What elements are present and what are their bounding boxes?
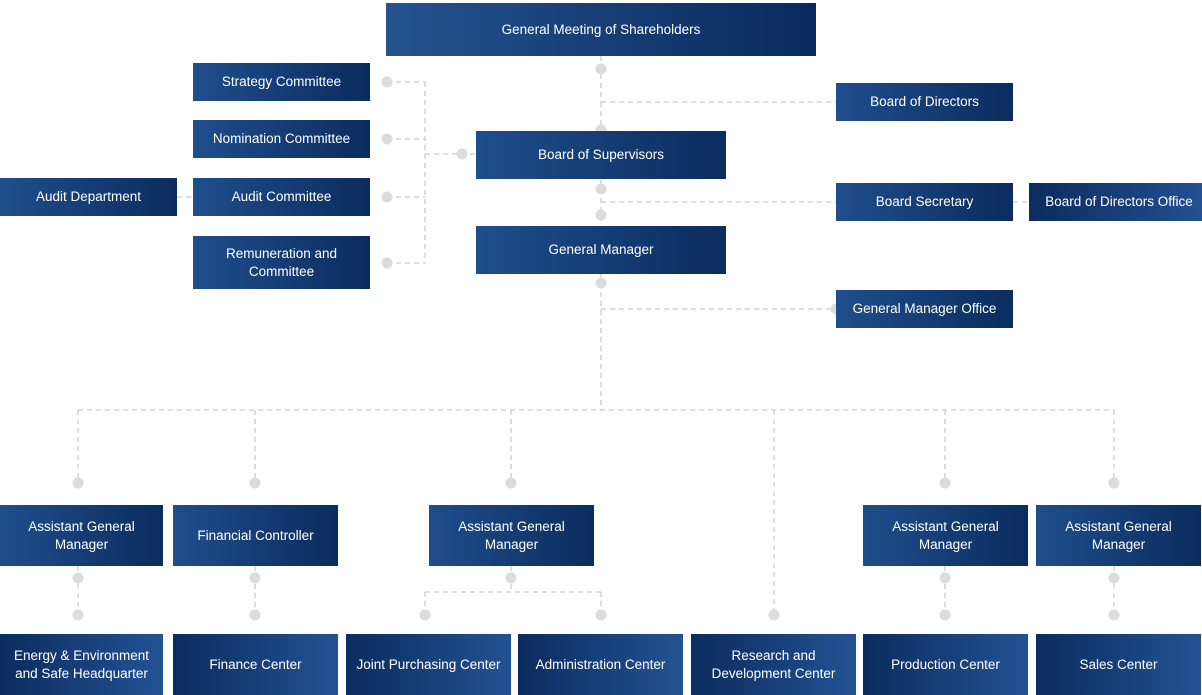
node-label: Board of Directors Office	[1045, 194, 1193, 210]
node-label: Sales Center	[1079, 656, 1158, 672]
node-financial-controller[interactable]: Financial Controller	[173, 505, 338, 566]
node-assistant-general-manager-2[interactable]: Assistant General Manager	[429, 505, 594, 566]
node-label: Board of Directors	[870, 94, 979, 110]
node-label: Audit Committee	[231, 189, 332, 205]
node-general-manager[interactable]: General Manager	[476, 226, 726, 274]
node-label: Board Secretary	[875, 194, 974, 210]
node-assistant-general-manager-3[interactable]: Assistant General Manager	[863, 505, 1028, 566]
node-assistant-general-manager-1[interactable]: Assistant General Manager	[0, 505, 163, 566]
node-label: Assistant General Manager	[28, 519, 135, 552]
node-audit-committee[interactable]: Audit Committee	[193, 178, 370, 216]
node-board-of-directors[interactable]: Board of Directors	[836, 83, 1013, 121]
node-label: Remuneration and Committee	[225, 246, 338, 279]
node-energy-environment-safe-headquarter[interactable]: Energy & Environment and Safe Headquarte…	[0, 634, 163, 695]
node-sales-center[interactable]: Sales Center	[1036, 634, 1201, 695]
node-audit-department[interactable]: Audit Department	[0, 178, 177, 216]
node-remuneration-and-committee[interactable]: Remuneration and Committee	[193, 236, 370, 289]
node-label: Finance Center	[209, 656, 302, 672]
node-label: Production Center	[891, 656, 1000, 672]
node-board-secretary[interactable]: Board Secretary	[836, 183, 1013, 221]
node-label: Administration Center	[535, 656, 666, 672]
node-label: Assistant General Manager	[458, 519, 565, 552]
node-general-manager-office[interactable]: General Manager Office	[836, 290, 1013, 328]
node-assistant-general-manager-4[interactable]: Assistant General Manager	[1036, 505, 1201, 566]
node-label: Financial Controller	[197, 527, 314, 543]
node-strategy-committee[interactable]: Strategy Committee	[193, 63, 370, 101]
node-label: Energy & Environment and Safe Headquarte…	[13, 648, 150, 681]
node-label: Audit Department	[35, 189, 142, 205]
node-label: Nomination Committee	[212, 131, 351, 147]
node-board-of-directors-office[interactable]: Board of Directors Office	[1029, 183, 1202, 221]
node-finance-center[interactable]: Finance Center	[173, 634, 338, 695]
node-label: Strategy Committee	[221, 74, 342, 90]
node-joint-purchasing-center[interactable]: Joint Purchasing Center	[346, 634, 511, 695]
node-label: General Manager	[548, 242, 654, 258]
node-research-and-development-center[interactable]: Research and Development Center	[691, 634, 856, 695]
node-board-of-supervisors[interactable]: Board of Supervisors	[476, 131, 726, 179]
node-label: Board of Supervisors	[537, 147, 665, 163]
node-general-meeting-of-shareholders[interactable]: General Meeting of Shareholders	[386, 3, 816, 56]
node-label: Assistant General Manager	[1065, 519, 1172, 552]
node-nomination-committee[interactable]: Nomination Committee	[193, 120, 370, 158]
node-label: Joint Purchasing Center	[356, 656, 501, 672]
node-label: General Manager Office	[852, 301, 997, 317]
node-label: General Meeting of Shareholders	[501, 21, 701, 37]
node-label: Assistant General Manager	[892, 519, 999, 552]
node-label: Research and Development Center	[711, 648, 836, 681]
node-administration-center[interactable]: Administration Center	[518, 634, 683, 695]
node-production-center[interactable]: Production Center	[863, 634, 1028, 695]
